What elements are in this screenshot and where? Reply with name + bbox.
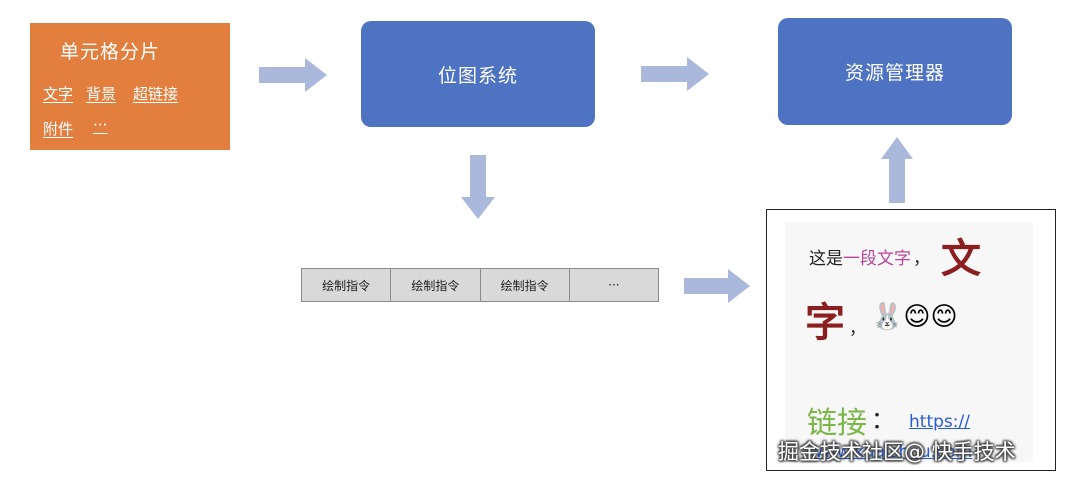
- preview-emoji-icons: 🐰😊😊: [871, 302, 958, 332]
- cell-fragment-title: 单元格分片: [60, 41, 161, 63]
- cell-link-attachment[interactable]: 附件: [43, 120, 74, 138]
- preview-text-comma: ，: [913, 249, 930, 269]
- preview-canvas: 这是 一段文字 ， 文 字 ， 🐰😊😊 链接 ： https:// www.ku…: [785, 222, 1033, 462]
- arrow-down-icon: [461, 155, 495, 219]
- draw-command-cell-more: ···: [608, 278, 620, 292]
- arrow-up-icon: [881, 137, 913, 203]
- watermark-text: 掘金技术社区@ 快手技术: [778, 440, 1016, 464]
- cell-link-text[interactable]: 文字: [43, 85, 74, 103]
- cell-link-background[interactable]: 背景: [86, 85, 117, 103]
- cell-fragment-box: 单元格分片 文字 背景 超链接 附件 ···: [30, 23, 230, 150]
- bitmap-system-label: 位图系统: [437, 64, 518, 87]
- draw-command-strip: 绘制指令 绘制指令 绘制指令 ···: [301, 268, 659, 302]
- preview-big-char-2: 字: [805, 300, 845, 346]
- arrow-right-icon: [259, 58, 327, 92]
- arrow-right-icon: [641, 57, 709, 91]
- cell-link-more[interactable]: ···: [93, 116, 108, 134]
- preview-link[interactable]: https://: [909, 412, 970, 432]
- cell-link-hyperlink[interactable]: 超链接: [133, 85, 179, 103]
- arrow-right-icon: [684, 269, 750, 303]
- draw-command-cell: 绘制指令: [391, 269, 481, 301]
- preview-link-line-2[interactable]: www.kuaishou.com: [809, 442, 973, 462]
- preview-text-comma-2: ，: [849, 319, 866, 339]
- resource-manager-box: 资源管理器: [778, 18, 1012, 125]
- preview-text-prefix: 这是: [809, 249, 843, 269]
- preview-link-label: 链接: [807, 406, 867, 441]
- preview-text-colored: 一段文字: [843, 249, 911, 269]
- bitmap-system-box: 位图系统: [361, 21, 595, 127]
- resource-manager-label: 资源管理器: [844, 62, 945, 84]
- preview-link-colon: ：: [871, 406, 895, 434]
- preview-big-char-1: 文: [941, 236, 981, 282]
- draw-command-cell: 绘制指令: [481, 269, 570, 301]
- draw-command-cell: 绘制指令: [302, 269, 392, 301]
- rendered-preview-panel: 这是 一段文字 ， 文 字 ， 🐰😊😊 链接 ： https:// www.ku…: [766, 209, 1056, 471]
